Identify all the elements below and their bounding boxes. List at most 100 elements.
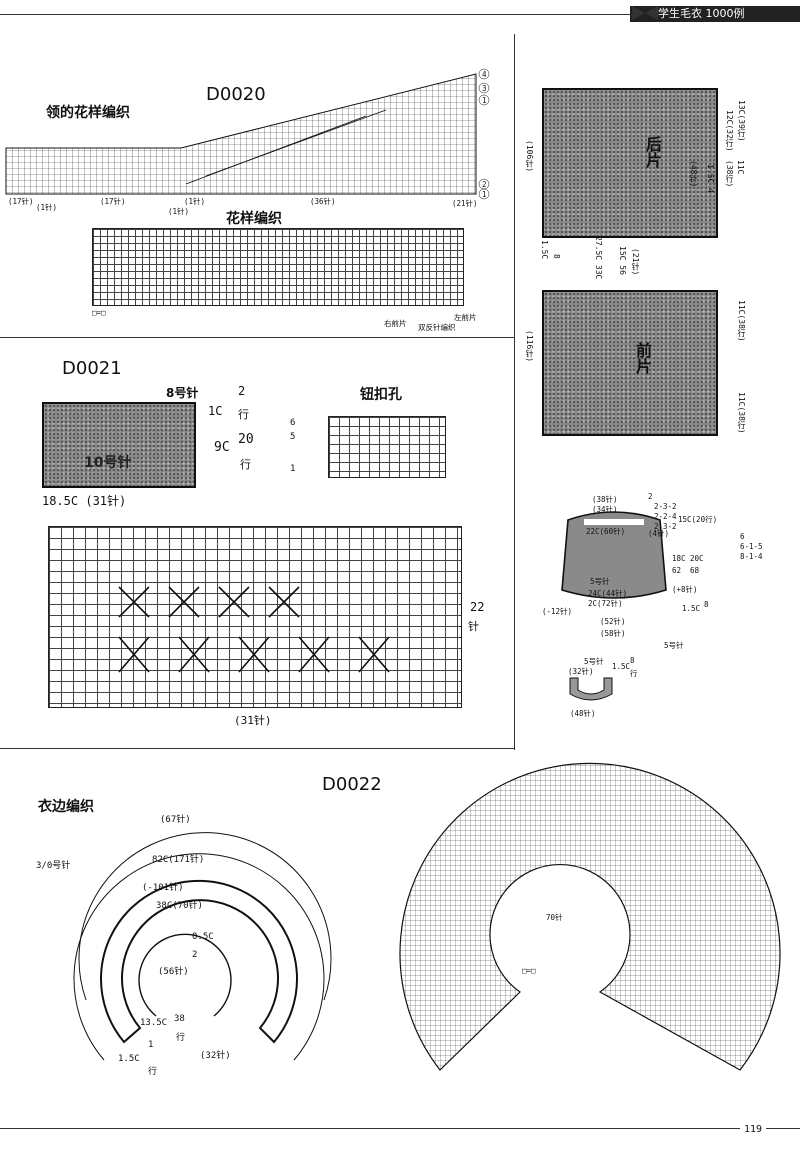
swatch-width: 18.5C (31针) [42, 494, 127, 508]
front-panel: 前片 [542, 290, 718, 436]
buttonhole-mark: 5 [290, 432, 296, 442]
collar-label: 62 [672, 566, 682, 575]
stitch-label: 行 [176, 1033, 186, 1043]
divider-d0020 [0, 337, 515, 338]
stitch-label: (32针) [200, 1051, 231, 1061]
collar-detail-needle: 5号针 [584, 657, 604, 666]
collar-step: 2-3-2 [654, 522, 677, 531]
collar-step: 2-2-4 [654, 512, 677, 521]
divider-d0021 [0, 748, 515, 749]
collar-piece [561, 511, 667, 599]
collar-label: (-12针) [542, 607, 573, 616]
stitch-label: 1 [148, 1040, 154, 1050]
fan-center-label: 70针 [546, 913, 563, 922]
stitch-count: (1针) [184, 197, 206, 206]
stitch-label: 38C(70针) [156, 901, 203, 911]
collar-label: (52针) [600, 617, 626, 626]
dim-label: 27.5C 33C [594, 236, 603, 280]
rows-top-frac: 2 [238, 384, 246, 398]
dim-label: 15C 56 [618, 246, 627, 275]
stitch-count: (17针) [100, 197, 126, 206]
buttonhole-chart [328, 416, 446, 478]
book-title: 学生毛衣 1000例 [658, 7, 745, 20]
edge-schematic [73, 832, 332, 1061]
dim-label: 13C(39行) [737, 100, 746, 142]
note-right-front: 右前片 [384, 319, 407, 328]
collar-step: 6-1-5 [740, 542, 763, 551]
stitch-label: 2 [192, 950, 198, 960]
rows-top-unit: 行 [238, 408, 249, 421]
collar-label: (4针) [648, 529, 670, 538]
pattern-code-d0020: D0020 [206, 84, 266, 105]
row-mark: 1 [482, 96, 487, 105]
row-mark: 2 [482, 180, 487, 189]
pattern-label: 花样编织 [226, 211, 282, 227]
neck-pattern-label: 领的花样编织 [46, 105, 130, 121]
letter-motif [118, 586, 390, 673]
rows-main: 9C [214, 440, 230, 455]
collar-label: 20C [690, 554, 704, 563]
collar-label: 24C(44针) [588, 589, 628, 598]
collar-label: 22C(60针) [586, 527, 626, 536]
front-panel-label: 前片 [633, 342, 652, 374]
vertical-divider [514, 34, 515, 750]
stitch-count: (36针) [310, 197, 336, 206]
rows-main-unit: 行 [240, 458, 251, 471]
pattern-code-d0021: D0021 [62, 358, 122, 379]
stitch-count: (21针) [452, 199, 478, 208]
row-mark: 4 [482, 70, 487, 79]
book-header: 学生毛衣 1000例 [630, 6, 800, 22]
stitch-label: 0.5C [192, 932, 214, 942]
collar-step: 2 [648, 492, 653, 501]
collar-label: 1.5C [682, 604, 701, 613]
swatch-panel: 10号针 [42, 402, 196, 488]
collar-detail-left: (32针) [568, 667, 594, 676]
row-mark: 1 [482, 190, 487, 199]
collar-step: 8-1-4 [740, 552, 763, 561]
bow-icon [632, 6, 658, 20]
grid-bottom-count: (31针) [234, 714, 272, 727]
collar-detail [569, 677, 613, 701]
collar-label: 8 [704, 600, 709, 609]
collar-label: 15C(20行) [678, 515, 718, 524]
collar-label: 5号针 [664, 641, 684, 650]
dim-label: 11C [736, 160, 745, 175]
stitch-label: 38 [174, 1014, 185, 1024]
collar-detail-frac: 8 [630, 656, 635, 665]
letter-chart [48, 526, 462, 708]
page-number: 119 [739, 1124, 766, 1135]
back-panel-label: 后片 [643, 136, 662, 168]
note-left-front: 左前片 [454, 313, 477, 322]
back-panel: 后片 [542, 88, 718, 238]
collar-step: 2-3-2 [654, 502, 677, 511]
collar-label: 18C [672, 554, 686, 563]
buttonhole-label: 钮扣孔 [360, 387, 402, 403]
dim-label: 8 [552, 254, 561, 259]
dim-label: 1.5C [540, 240, 549, 260]
collar-detail-right: 1.5C [612, 662, 631, 671]
row-mark: 3 [482, 84, 487, 93]
collar-label: 5号针 [590, 577, 610, 586]
stitch-label: 1.5C [118, 1054, 140, 1064]
dim-label: 11C(38行) [737, 300, 746, 342]
grid-right-count: 22 [470, 600, 485, 614]
collar-detail-unit: 行 [630, 669, 638, 678]
header-rule [0, 14, 640, 15]
fan-legend: □=□ [522, 966, 536, 975]
stitch-label: (56针) [158, 967, 189, 977]
stitch-count: (1针) [36, 203, 58, 212]
stitch-count: (1针) [168, 207, 190, 216]
dim-label: 11C(38行) [737, 392, 746, 434]
stitch-count: (17针) [8, 197, 34, 206]
dim-label: (21针) [631, 248, 640, 276]
collar-label: 68 [690, 566, 700, 575]
rows-top: 1C [208, 404, 223, 418]
swatch-text: 10号针 [84, 455, 132, 471]
collar-label: (34针) [592, 505, 618, 514]
stitch-label: 13.5C [140, 1018, 168, 1028]
front-width: (116针) [525, 330, 534, 363]
back-width: (106针) [525, 140, 534, 173]
collar-label: (38针) [592, 495, 618, 504]
collar-label: 2C(72针) [588, 599, 623, 608]
fan-chart [399, 762, 781, 1071]
